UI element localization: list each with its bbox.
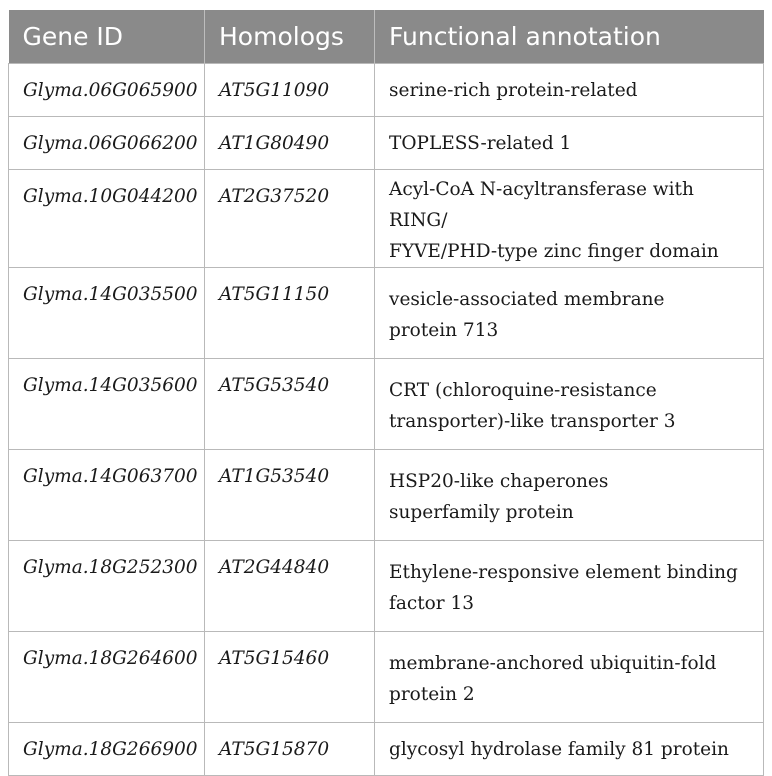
annotation-line: glycosyl hydrolase family 81 protein [389, 738, 729, 760]
column-header-functional-annotation: Functional annotation [374, 10, 764, 64]
homolog-cell: AT1G53540 [204, 449, 375, 541]
gene-id-cell: Glyma.18G264600 [8, 631, 205, 723]
gene-id-cell: Glyma.18G266900 [8, 722, 205, 776]
gene-table-container: Gene ID Homologs Functional annotation G… [8, 10, 764, 776]
annotation-cell: membrane-anchored ubiquitin-fold protein… [374, 631, 764, 723]
gene-id-cell: Glyma.14G035600 [8, 358, 205, 450]
gene-id-cell: Glyma.06G066200 [8, 116, 205, 170]
table-row: Glyma.18G252300 AT2G44840 Ethylene-respo… [8, 540, 764, 632]
annotation-line: vesicle-associated membrane [389, 289, 665, 310]
table-row: Glyma.14G063700 AT1G53540 HSP20-like cha… [8, 449, 764, 541]
gene-table: Gene ID Homologs Functional annotation G… [8, 10, 764, 776]
header-row: Gene ID Homologs Functional annotation [8, 10, 764, 64]
annotation-line: superfamily protein [389, 502, 574, 523]
gene-id-cell: Glyma.10G044200 [8, 169, 205, 268]
annotation-line: protein 713 [389, 320, 499, 341]
annotation-cell: serine-rich protein-related [374, 63, 764, 117]
column-header-gene-id: Gene ID [8, 10, 205, 64]
annotation-cell: Acyl-CoA N-acyltransferase with RING/ FY… [374, 169, 764, 268]
column-header-homologs: Homologs [204, 10, 375, 64]
homolog-cell: AT1G80490 [204, 116, 375, 170]
annotation-line: TOPLESS-related 1 [389, 132, 572, 154]
gene-id-cell: Glyma.18G252300 [8, 540, 205, 632]
annotation-line: Acyl-CoA N-acyltransferase with RING/ [389, 179, 694, 231]
table-row: Glyma.06G065900 AT5G11090 serine-rich pr… [8, 63, 764, 117]
table-header: Gene ID Homologs Functional annotation [8, 10, 764, 64]
annotation-line: FYVE/PHD-type zinc finger domain [389, 241, 719, 262]
homolog-cell: AT5G11150 [204, 267, 375, 359]
homolog-cell: AT5G53540 [204, 358, 375, 450]
annotation-cell: glycosyl hydrolase family 81 protein [374, 722, 764, 776]
table-body: Glyma.06G065900 AT5G11090 serine-rich pr… [8, 63, 764, 776]
annotation-line: membrane-anchored ubiquitin-fold [389, 653, 717, 674]
gene-id-cell: Glyma.06G065900 [8, 63, 205, 117]
annotation-cell: Ethylene-responsive element binding fact… [374, 540, 764, 632]
annotation-line: transporter)-like transporter 3 [389, 411, 676, 432]
table-row: Glyma.18G266900 AT5G15870 glycosyl hydro… [8, 722, 764, 776]
homolog-cell: AT5G15460 [204, 631, 375, 723]
annotation-cell: HSP20-like chaperones superfamily protei… [374, 449, 764, 541]
annotation-cell: vesicle-associated membrane protein 713 [374, 267, 764, 359]
gene-id-cell: Glyma.14G035500 [8, 267, 205, 359]
annotation-cell: CRT (chloroquine-resistance transporter)… [374, 358, 764, 450]
table-row: Glyma.14G035600 AT5G53540 CRT (chloroqui… [8, 358, 764, 450]
table-row: Glyma.14G035500 AT5G11150 vesicle-associ… [8, 267, 764, 359]
annotation-line: HSP20-like chaperones [389, 471, 609, 492]
homolog-cell: AT2G37520 [204, 169, 375, 268]
annotation-line: factor 13 [389, 593, 475, 614]
homolog-cell: AT5G15870 [204, 722, 375, 776]
homolog-cell: AT2G44840 [204, 540, 375, 632]
annotation-line: serine-rich protein-related [389, 79, 638, 101]
annotation-line: protein 2 [389, 684, 475, 705]
annotation-cell: TOPLESS-related 1 [374, 116, 764, 170]
annotation-line: CRT (chloroquine-resistance [389, 380, 657, 401]
gene-id-cell: Glyma.14G063700 [8, 449, 205, 541]
annotation-line: Ethylene-responsive element binding [389, 562, 738, 583]
table-row: Glyma.10G044200 AT2G37520 Acyl-CoA N-acy… [8, 169, 764, 268]
homolog-cell: AT5G11090 [204, 63, 375, 117]
table-row: Glyma.18G264600 AT5G15460 membrane-ancho… [8, 631, 764, 723]
table-row: Glyma.06G066200 AT1G80490 TOPLESS-relate… [8, 116, 764, 170]
